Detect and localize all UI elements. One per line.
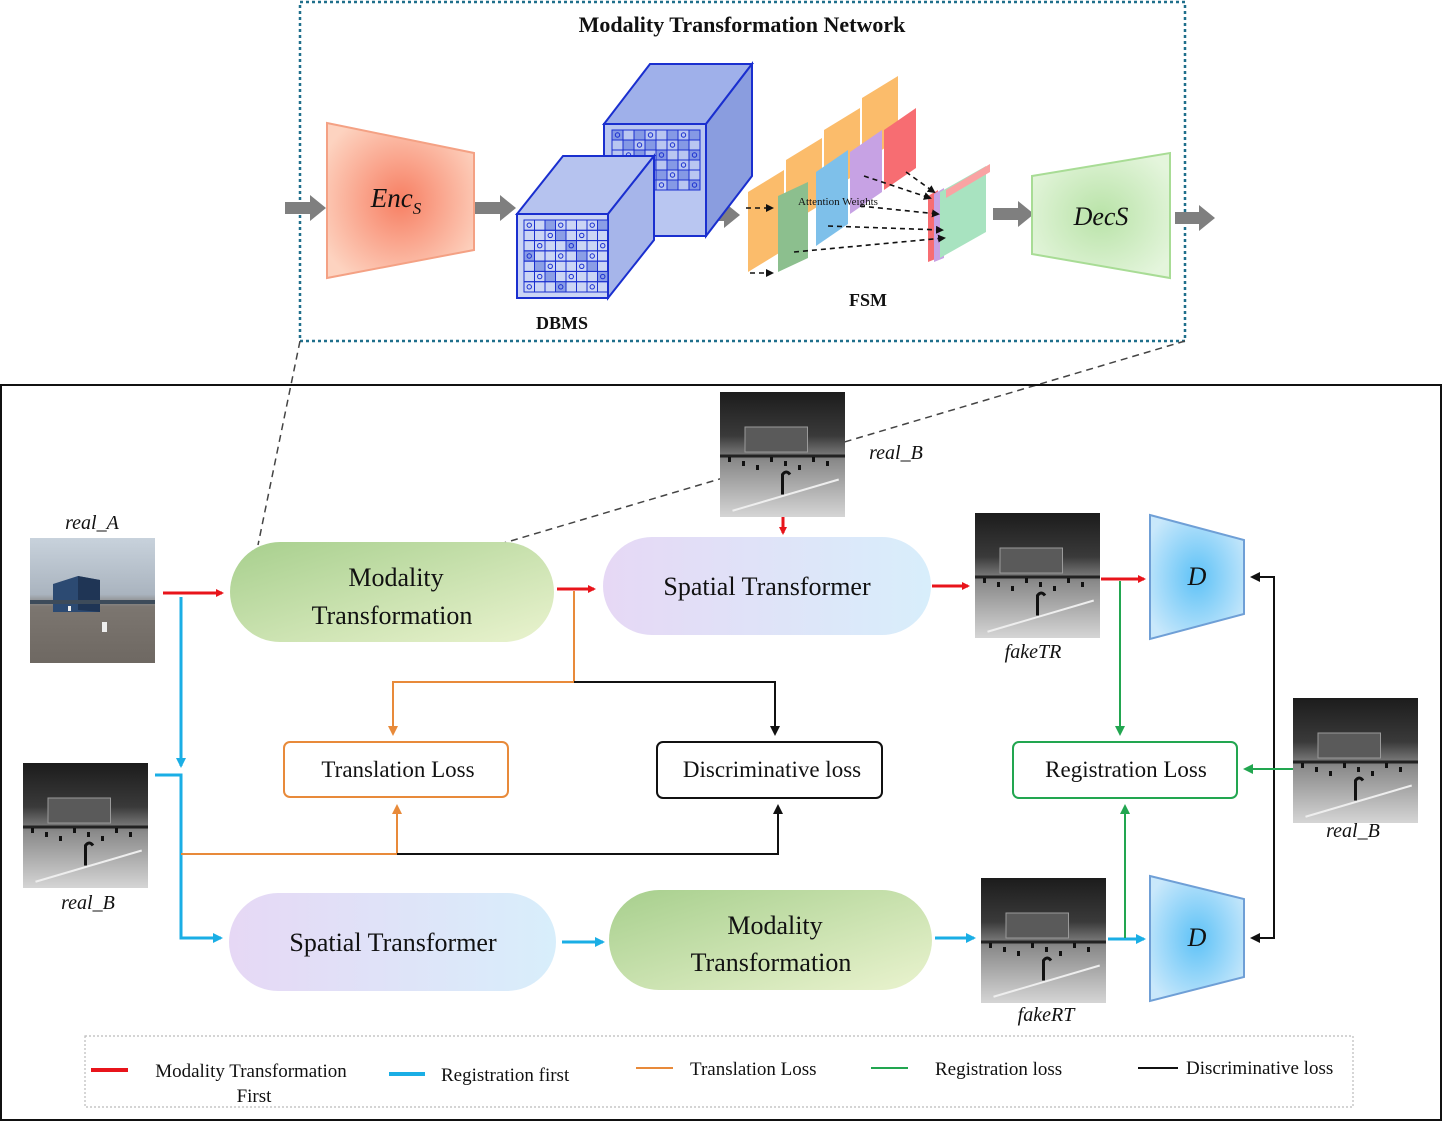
legend-label-registration-first: Registration first <box>441 1065 570 1086</box>
fsm-label: FSM <box>849 290 887 310</box>
legend: Modality Transformation First Registrati… <box>91 1058 1333 1107</box>
modality-transformation-top <box>230 542 554 642</box>
registration-loss-label: Registration Loss <box>1045 757 1207 782</box>
st-bottom-label: Spatial Transformer <box>289 928 497 957</box>
legend-label-modality-first-2: First <box>237 1086 273 1107</box>
real-b-right-image <box>1293 698 1418 823</box>
encoder-block <box>326 121 475 280</box>
discriminator-top <box>1149 513 1245 641</box>
fsm-block <box>746 76 990 277</box>
green-loss-arrows <box>1115 581 1293 938</box>
fake-tr-label: fakeTR <box>1005 641 1062 663</box>
real-b-top-image <box>720 392 845 517</box>
legend-label-modality-first-1: Modality Transformation <box>155 1061 347 1082</box>
input-arrow-icon <box>285 195 326 221</box>
mt-top-line2: Transformation <box>312 601 473 630</box>
translation-loss-box <box>283 741 509 798</box>
attention-weights-label: Attention Weights <box>798 196 878 208</box>
flow-panel-border <box>0 384 1442 1121</box>
legend-label-registration-loss: Registration loss <box>935 1059 1062 1080</box>
mt-top-line1: Modality <box>348 563 443 592</box>
modality-transformation-bottom <box>609 890 932 990</box>
dbms-block <box>514 61 755 301</box>
discriminator-bottom <box>1149 874 1245 1003</box>
real-b-top-label: real_B <box>869 442 923 464</box>
legend-label-discriminative-loss: Discriminative loss <box>1186 1058 1333 1079</box>
mt-bottom-line1: Modality <box>727 911 822 940</box>
mt-bottom-line2: Transformation <box>691 948 852 977</box>
legend-box <box>84 1035 1354 1108</box>
real-a-image <box>30 538 155 663</box>
zoom-connector-left <box>257 340 301 546</box>
mtn-title: Modality Transformation Network <box>579 12 906 37</box>
legend-label-translation-loss: Translation Loss <box>690 1059 817 1080</box>
dbms-cube-front <box>514 153 657 301</box>
real-b-left-image <box>23 763 148 888</box>
discriminator-top-label: D <box>1187 562 1207 591</box>
real-b-right-label: real_B <box>1326 820 1380 842</box>
decoder-block <box>1031 151 1171 280</box>
real-b-left-label: real_B <box>61 892 115 914</box>
discriminative-loss-label: Discriminative loss <box>683 757 861 782</box>
attention-dashed-arrows <box>746 171 946 277</box>
thermal-images <box>23 392 1418 1003</box>
output-arrow-icon <box>1175 205 1215 231</box>
translation-loss-label: Translation Loss <box>321 757 474 782</box>
registration-loss-box <box>1012 741 1238 799</box>
discriminator-bottom-label: D <box>1187 923 1207 952</box>
blue-flow-arrows <box>155 597 1146 947</box>
spatial-transformer-top <box>603 537 931 635</box>
fake-rt-label: fakeRT <box>1018 1004 1077 1026</box>
dbms-label: DBMS <box>536 313 588 333</box>
fsm-to-dec-arrow-icon <box>993 201 1034 227</box>
decoder-label: DecS <box>1073 202 1129 231</box>
black-loss-arrows <box>397 572 1275 943</box>
fake-rt-image <box>981 878 1106 1003</box>
spatial-transformer-bottom <box>229 893 556 991</box>
enc-to-dbms-arrow-icon <box>474 195 516 221</box>
encoder-label: EncS <box>370 183 422 218</box>
fake-tr-image <box>975 513 1100 638</box>
red-flow-arrows <box>163 517 1146 597</box>
st-top-label: Spatial Transformer <box>663 572 871 601</box>
discriminative-loss-box <box>656 741 883 799</box>
real-a-label: real_A <box>65 512 119 534</box>
